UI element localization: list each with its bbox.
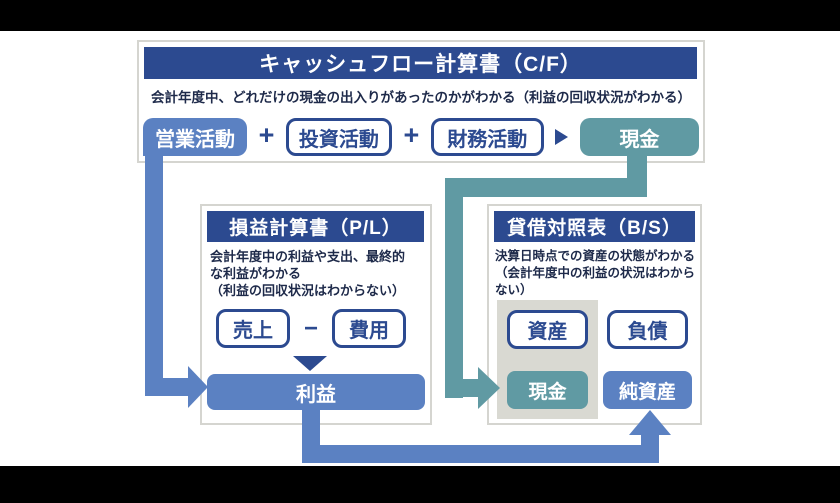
profit-loss-description: 会計年度中の利益や支出、最終的 な利益がわかる （利益の回収状況はわからない） xyxy=(210,249,406,299)
arrow-right-icon xyxy=(478,367,500,409)
cash-flow-description: 会計年度中、どれだけの現金の出入りがあったのかがわかる（利益の回収状況がわかる） xyxy=(151,90,691,105)
plus-icon: + xyxy=(403,120,420,150)
arrow-down-icon xyxy=(293,356,327,371)
plus-icon: + xyxy=(258,120,275,150)
cash-flow-title: キャッシュフロー計算書（C/F） xyxy=(144,47,697,79)
arrow-right-icon xyxy=(188,366,208,408)
connector-profit-horizontal xyxy=(302,445,659,463)
profit-loss-title: 損益計算書（P/L） xyxy=(207,211,424,242)
cash-box-top: 現金 xyxy=(579,118,699,156)
cash-flow-statement-card: キャッシュフロー計算書（C/F） 会計年度中、どれだけの現金の出入りがあったのか… xyxy=(137,40,705,163)
assets-box: 資産 xyxy=(507,310,588,349)
cash-flow-activity-row: 営業活動 + 投資活動 + 財務活動 現金 xyxy=(143,118,699,156)
connector-cash-horizontal-top xyxy=(445,178,647,197)
sales-box: 売上 xyxy=(216,309,290,348)
connector-profit-vertical xyxy=(641,434,659,463)
balance-sheet-card: 貸借対照表（B/S） 決算日時点での資産の状態がわかる （会計年度中の利益の状況… xyxy=(487,204,702,425)
net-assets-box: 純資産 xyxy=(603,371,692,409)
connector-operating-to-profit-vertical xyxy=(145,150,163,396)
minus-icon: − xyxy=(303,314,318,342)
connector-operating-to-profit-horizontal xyxy=(145,378,189,396)
liabilities-box: 負債 xyxy=(607,310,688,349)
connector-cash-vertical xyxy=(445,178,463,398)
arrow-right-icon xyxy=(555,129,569,145)
connector-cash-horizontal-bottom xyxy=(445,379,479,397)
financing-activities-box: 財務活動 xyxy=(430,118,544,156)
investing-activities-box: 投資活動 xyxy=(285,118,392,156)
expenses-box: 費用 xyxy=(332,309,406,348)
balance-sheet-description: 決算日時点での資産の状態がわかる （会計年度中の利益の状況はわからない） xyxy=(495,249,696,297)
profit-loss-statement-card: 損益計算書（P/L） 会計年度中の利益や支出、最終的 な利益がわかる （利益の回… xyxy=(200,204,432,425)
arrow-up-icon xyxy=(629,410,671,435)
balance-sheet-title: 貸借対照表（B/S） xyxy=(494,211,695,242)
operating-activities-box: 営業活動 xyxy=(143,118,247,156)
profit-box: 利益 xyxy=(207,374,425,410)
cash-box-balance-sheet: 現金 xyxy=(507,371,588,409)
